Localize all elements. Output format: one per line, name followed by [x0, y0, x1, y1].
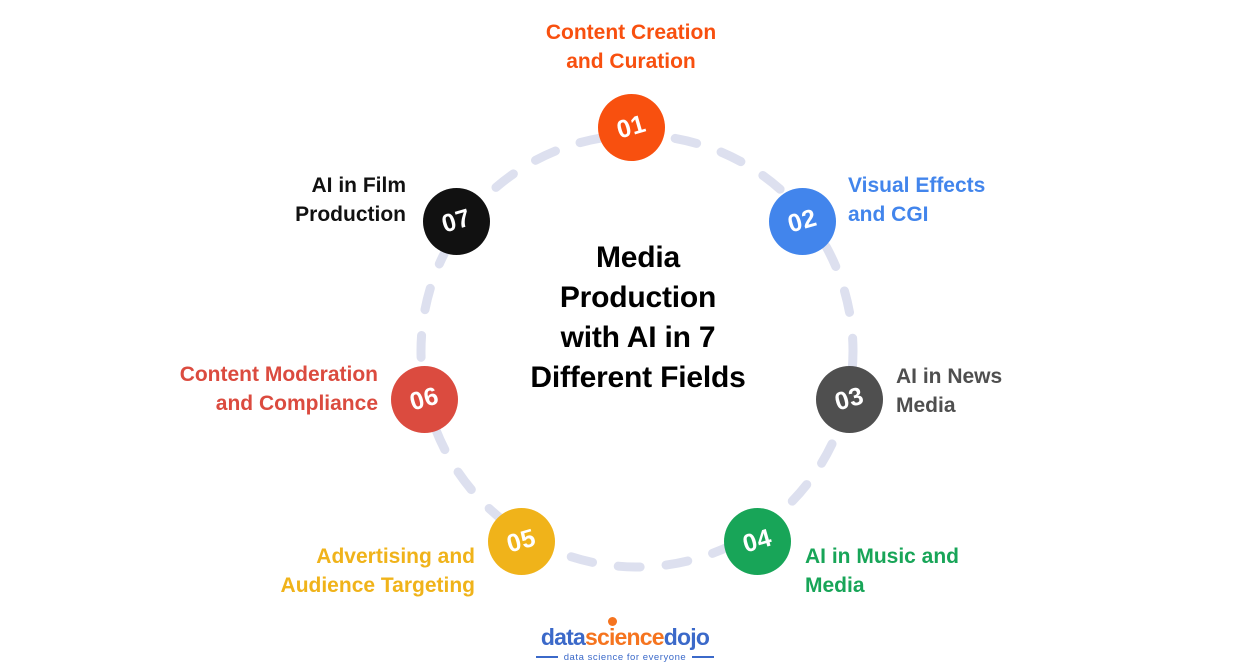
logo-tagline: data science for everyone: [563, 651, 687, 663]
node-circle-01[interactable]: 01: [597, 93, 665, 161]
logo-text-i: i: [608, 623, 615, 650]
logo-text-dojo: dojo: [663, 623, 710, 650]
node-label-04: AI in Music and Media: [805, 545, 960, 597]
node-label-05: Advertising and Audience Targeting: [280, 545, 475, 597]
node-circle-05[interactable]: 05: [487, 507, 555, 575]
node-number-07: 07: [438, 203, 474, 238]
node-circle-07[interactable]: 07: [422, 187, 490, 255]
tagline-dash-right: [692, 656, 715, 659]
logo-text-ence: ence: [614, 623, 665, 650]
node-circle-03[interactable]: 03: [815, 365, 883, 433]
node-circle-06[interactable]: 06: [390, 365, 458, 433]
node-circle-02[interactable]: 02: [768, 187, 836, 255]
node-label-01: Content Creation and Curation: [545, 21, 717, 73]
logo-text-data: data: [540, 623, 586, 650]
page-title: Media Production with AI in 7 Different …: [530, 241, 746, 394]
logo-dot-icon: [607, 616, 617, 626]
node-circle-04[interactable]: 04: [723, 507, 791, 575]
node-label-02: Visual Effects and CGI: [848, 174, 986, 226]
node-label-03: AI in News Media: [896, 365, 1003, 417]
logo-tagline-row: data science for everyone: [0, 651, 1250, 663]
node-label-06: Content Moderation and Compliance: [179, 363, 378, 415]
node-number-06: 06: [406, 381, 442, 416]
node-number-02: 02: [784, 203, 820, 238]
node-number-04: 04: [739, 523, 775, 558]
logo-text-sc: sc: [584, 623, 610, 650]
node-number-01: 01: [613, 109, 649, 144]
node-label-07: AI in Film Production: [295, 174, 406, 226]
logo-letter-i: i: [607, 616, 617, 650]
node-number-05: 05: [503, 523, 539, 558]
node-number-03: 03: [831, 381, 867, 416]
tagline-dash-left: [535, 656, 558, 659]
